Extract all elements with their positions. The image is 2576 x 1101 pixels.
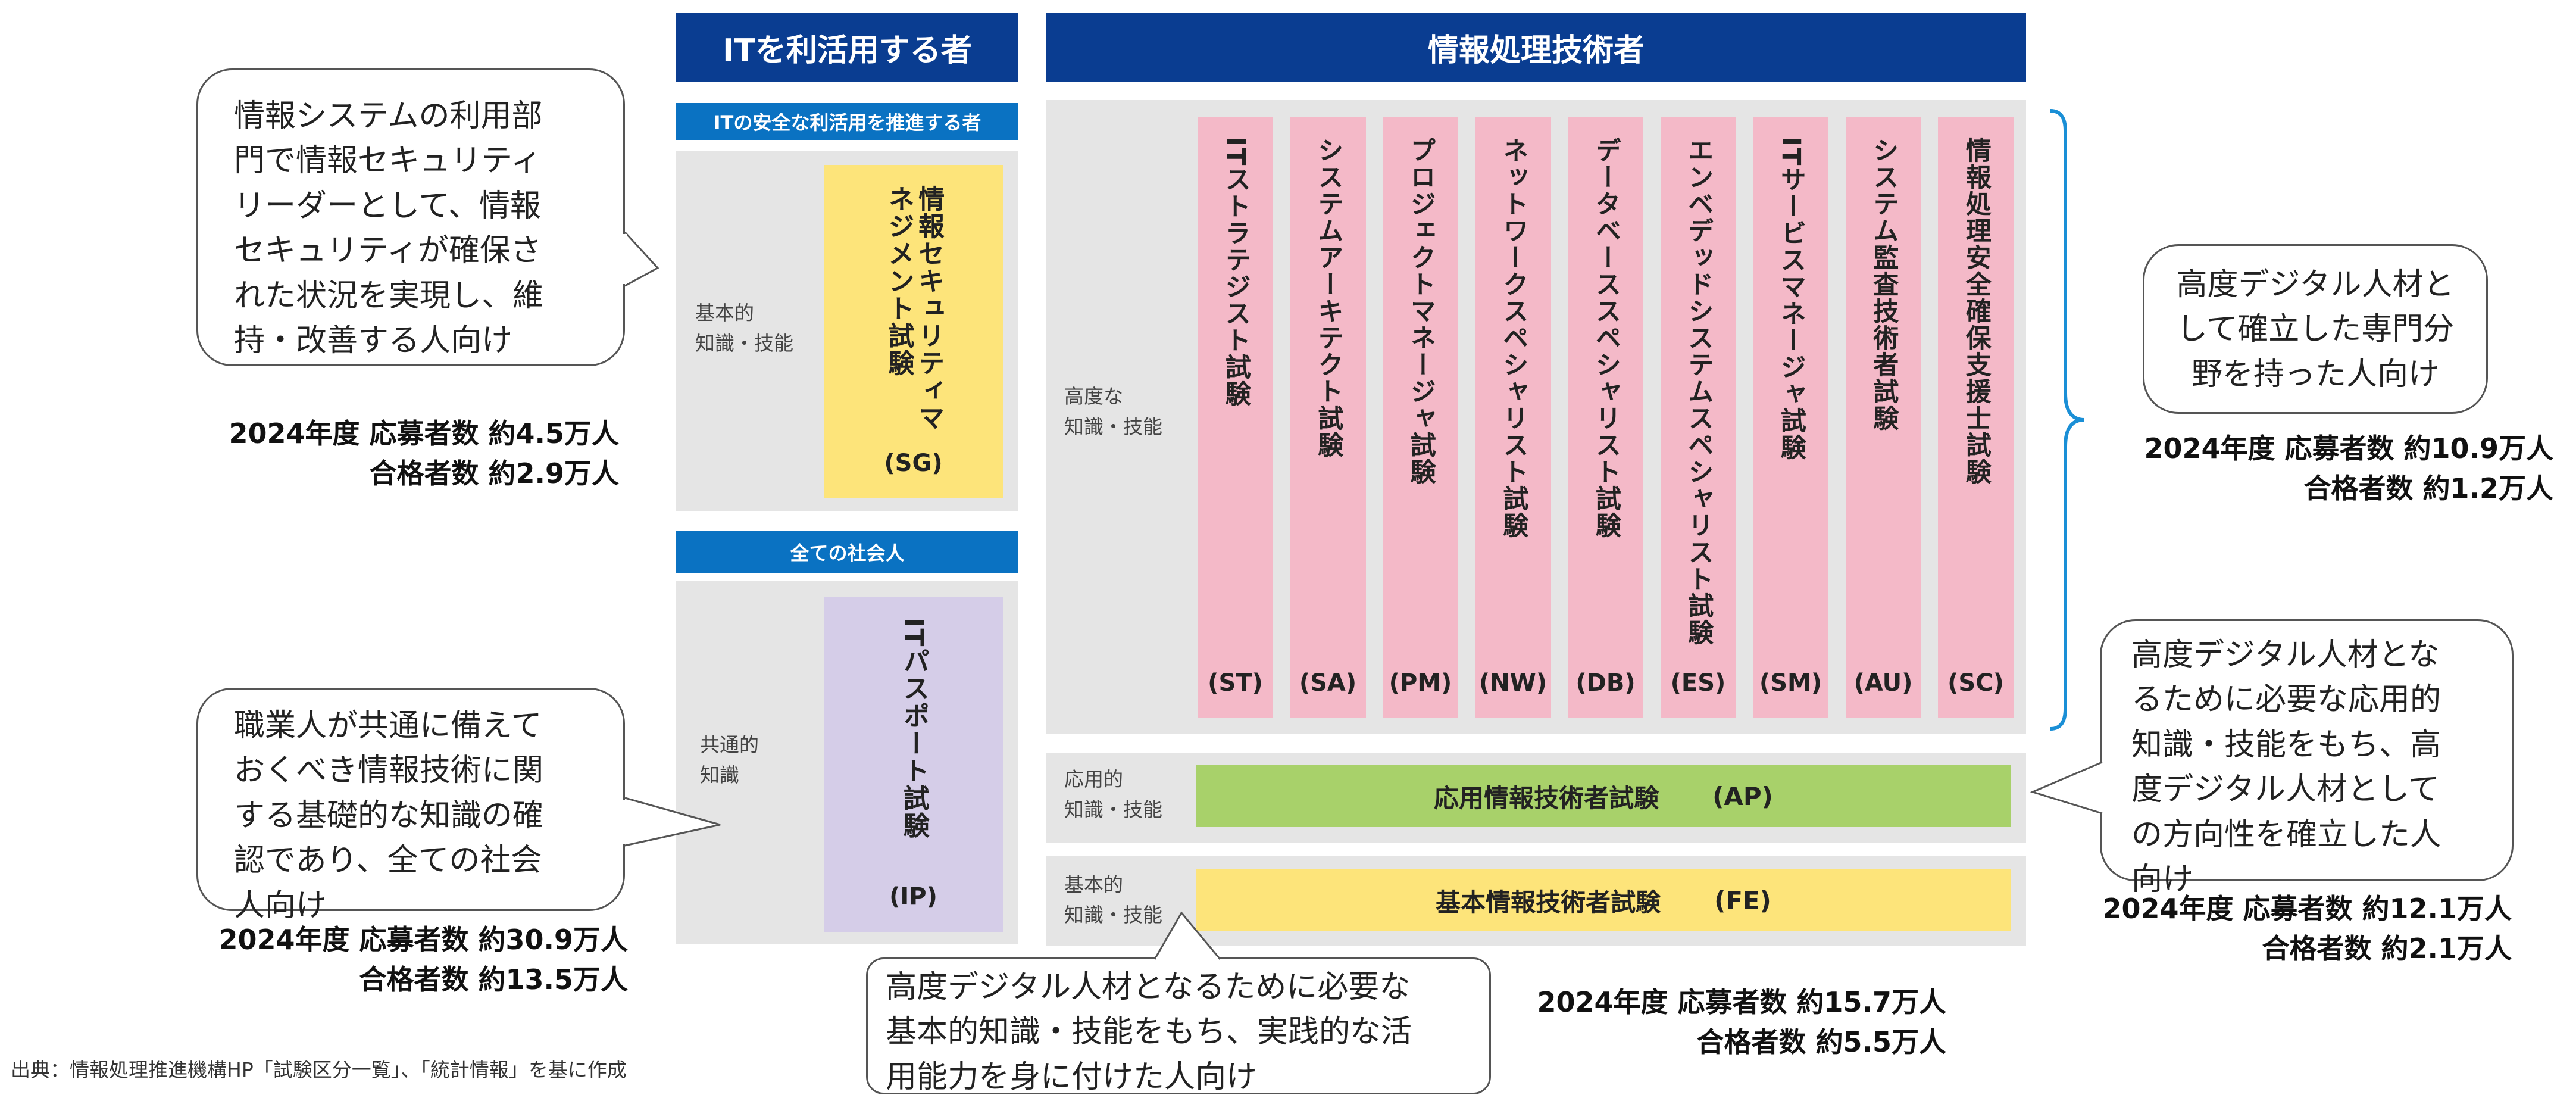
advanced-description-bubble: 高度デジタル人材と して確立した専門分 野を持った人向け bbox=[2143, 244, 2488, 414]
advanced-exam-abbr: (SA) bbox=[1299, 669, 1357, 697]
ap-applicants: 2024年度 応募者数 約12.1万人 bbox=[2102, 893, 2512, 925]
ap-exam-bar[interactable]: 応用情報技術者試験 (AP) bbox=[1196, 765, 2011, 827]
ap-passers: 合格者数 約2.1万人 bbox=[2262, 932, 2512, 965]
advanced-brace bbox=[2050, 109, 2085, 731]
advanced-exam-abbr: (DB) bbox=[1575, 669, 1636, 697]
ap-stats: 2024年度 応募者数 約12.1万人 合格者数 約2.1万人 bbox=[2012, 889, 2512, 968]
ap-bubble-tail bbox=[2030, 761, 2104, 815]
advanced-exam-box[interactable]: エンベデッドシステムスペシャリスト試験 (ES) bbox=[1660, 117, 1736, 718]
fe-bubble-tail bbox=[1153, 911, 1221, 961]
advanced-exam-box[interactable]: ネットワークスペシャリスト試験 (NW) bbox=[1475, 117, 1551, 718]
advanced-exam-name: ITストラテジスト試験 bbox=[1221, 137, 1251, 408]
advanced-exam-abbr: (PM) bbox=[1389, 669, 1452, 697]
source-note: 出典：情報処理推進機構HP「試験区分一覧」、「統計情報」を基に作成 bbox=[11, 1058, 627, 1081]
advanced-exam-name: プロジェクトマネージャ試験 bbox=[1406, 137, 1436, 485]
advanced-exam-box[interactable]: データベーススペシャリスト試験 (DB) bbox=[1568, 117, 1643, 718]
all-workers-subheader: 全ての社会人 bbox=[676, 531, 1018, 573]
sg-bubble-tail bbox=[623, 231, 659, 287]
secure-users-subheader: ITの安全な利活用を推進する者 bbox=[676, 103, 1018, 140]
sg-exam-name: 情報セキュリティマネジメント試験 bbox=[883, 185, 945, 432]
fe-description-bubble: 高度デジタル人材となるために必要な 基本的知識・技能をもち、実践的な活 用能力を… bbox=[866, 957, 1491, 1095]
advanced-exam-name: システムアーキテクト試験 bbox=[1313, 137, 1343, 459]
sg-stats: 2024年度 応募者数 約4.5万人 合格者数 約2.9万人 bbox=[119, 414, 619, 493]
ip-description-bubble: 職業人が共通に備えて おくべき情報技術に関 する基礎的な知識の確 認であり、全て… bbox=[196, 688, 625, 924]
ip-stats: 2024年度 応募者数 約30.9万人 合格者数 約13.5万人 bbox=[119, 920, 628, 999]
sg-applicants: 2024年度 応募者数 約4.5万人 bbox=[229, 417, 619, 450]
fe-exam-bar[interactable]: 基本情報技術者試験 (FE) bbox=[1196, 869, 2011, 931]
sg-exam-abbr: (SG) bbox=[884, 450, 943, 477]
ap-description-bubble: 高度デジタル人材とな るために必要な応用的 知識・技能をもち、高 度デジタル人材… bbox=[2100, 619, 2514, 897]
ip-exam-abbr: (IP) bbox=[889, 883, 937, 910]
sg-exam-box[interactable]: 情報セキュリティマネジメント試験 (SG) bbox=[824, 165, 1003, 498]
level-label-basic-right: 基本的 知識・技能 bbox=[1064, 873, 1162, 927]
ap-exam-name: 応用情報技術者試験 bbox=[1434, 783, 1659, 813]
advanced-exam-abbr: (SC) bbox=[1947, 669, 2004, 697]
advanced-exam-box[interactable]: ITストラテジスト試験 (ST) bbox=[1198, 117, 1273, 718]
ip-passers: 合格者数 約13.5万人 bbox=[359, 963, 628, 996]
ip-applicants: 2024年度 応募者数 約30.9万人 bbox=[218, 924, 628, 956]
advanced-exam-box[interactable]: 情報処理安全確保支援士試験 (SC) bbox=[1938, 117, 2014, 718]
level-label-applied: 応用的 知識・技能 bbox=[1064, 768, 1162, 822]
advanced-exam-abbr: (AU) bbox=[1853, 669, 1913, 697]
left-header: ITを利活用する者 bbox=[676, 13, 1018, 82]
advanced-exam-abbr: (ES) bbox=[1670, 669, 1726, 697]
advanced-exam-abbr: (NW) bbox=[1478, 669, 1548, 697]
advanced-exam-name: エンベデッドシステムスペシャリスト試験 bbox=[1683, 137, 1714, 646]
advanced-exam-box[interactable]: プロジェクトマネージャ試験 (PM) bbox=[1383, 117, 1458, 718]
sg-passers: 合格者数 約2.9万人 bbox=[369, 457, 619, 489]
level-label-advanced: 高度な 知識・技能 bbox=[1064, 385, 1162, 439]
ip-bubble-tail bbox=[623, 797, 721, 847]
advanced-stats: 2024年度 応募者数 約10.9万人 合格者数 約1.2万人 bbox=[2053, 429, 2553, 508]
ap-exam-abbr: (AP) bbox=[1712, 781, 1773, 811]
advanced-exam-name: データベーススペシャリスト試験 bbox=[1591, 137, 1621, 539]
fe-applicants: 2024年度 応募者数 約15.7万人 bbox=[1537, 986, 1946, 1018]
advanced-exam-abbr: (SM) bbox=[1759, 669, 1822, 697]
advanced-passers: 合格者数 約1.2万人 bbox=[2303, 472, 2553, 504]
level-label-basic-left: 基本的 知識・技能 bbox=[695, 301, 793, 355]
fe-exam-name: 基本情報技術者試験 bbox=[1436, 887, 1661, 917]
advanced-exam-box[interactable]: システムアーキテクト試験 (SA) bbox=[1290, 117, 1366, 718]
advanced-exam-abbr: (ST) bbox=[1208, 669, 1263, 697]
fe-stats: 2024年度 応募者数 約15.7万人 合格者数 約5.5万人 bbox=[1446, 983, 1946, 1062]
advanced-applicants: 2024年度 応募者数 約10.9万人 bbox=[2144, 432, 2553, 464]
advanced-exam-box[interactable]: システム監査技術者試験 (AU) bbox=[1845, 117, 1921, 718]
ip-exam-name: ITパスポート試験 bbox=[898, 617, 929, 840]
advanced-exam-name: 情報処理安全確保支援士試験 bbox=[1961, 137, 1992, 485]
advanced-exam-box[interactable]: ITサービスマネージャ試験 (SM) bbox=[1753, 117, 1828, 718]
ip-exam-box[interactable]: ITパスポート試験 (IP) bbox=[824, 597, 1003, 932]
advanced-exam-name: ネットワークスペシャリスト試験 bbox=[1498, 137, 1528, 539]
fe-exam-abbr: (FE) bbox=[1714, 885, 1771, 915]
advanced-exam-name: ITサービスマネージャ試験 bbox=[1776, 137, 1806, 461]
advanced-exam-name: システム監査技術者試験 bbox=[1868, 137, 1899, 432]
sg-description-bubble: 情報システムの利用部 門で情報セキュリティ リーダーとして、情報 セキュリティが… bbox=[196, 68, 625, 366]
right-header: 情報処理技術者 bbox=[1046, 13, 2026, 82]
level-label-common: 共通的 知識 bbox=[700, 733, 759, 787]
fe-passers: 合格者数 約5.5万人 bbox=[1696, 1025, 1946, 1058]
